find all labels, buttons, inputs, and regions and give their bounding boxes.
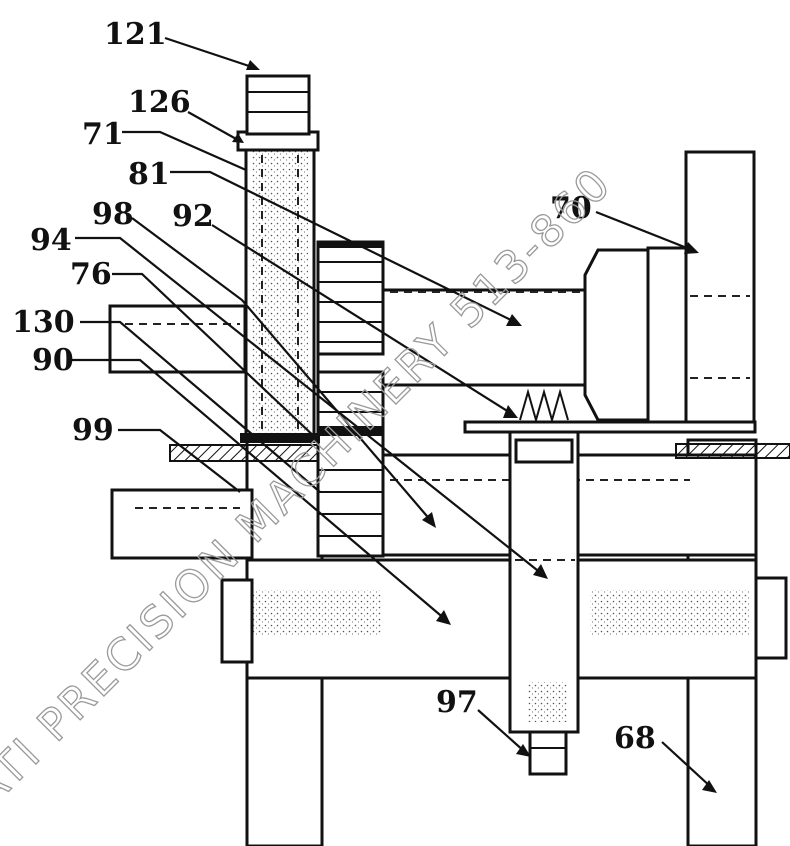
leader-92 xyxy=(211,224,513,415)
leader-68 xyxy=(661,741,713,789)
callout-98: 98 xyxy=(92,197,134,232)
main-bolt xyxy=(240,146,320,443)
leader-81 xyxy=(170,170,516,323)
callout-76: 76 xyxy=(70,257,112,292)
callout-90: 90 xyxy=(32,343,74,378)
tapered-hub xyxy=(583,246,688,426)
callout-68: 68 xyxy=(614,721,656,756)
leader-90 xyxy=(72,358,447,621)
lower-shaft xyxy=(110,488,254,560)
callout-81: 81 xyxy=(128,157,170,192)
hatched-plate-right xyxy=(675,443,790,459)
upper-gear xyxy=(316,240,385,356)
callout-94: 94 xyxy=(30,223,72,258)
leader-126 xyxy=(187,111,239,141)
leader-97 xyxy=(477,709,526,753)
leader-71 xyxy=(122,130,247,172)
callout-130: 130 xyxy=(12,305,75,340)
callout-97: 97 xyxy=(436,685,478,720)
right-tie-nut xyxy=(754,576,788,660)
upper-shaft xyxy=(108,304,247,374)
post-bottom-screw xyxy=(528,730,568,776)
callout-99: 99 xyxy=(72,413,114,448)
leader-121 xyxy=(164,36,256,70)
guide-plate xyxy=(463,420,757,434)
leader-lines xyxy=(72,36,717,793)
callout-126: 126 xyxy=(128,85,191,120)
spring xyxy=(519,388,569,424)
top-nut xyxy=(245,74,311,136)
callout-121: 121 xyxy=(104,17,167,52)
callout-labels: 121 126 71 81 98 92 94 76 130 90 99 70 9… xyxy=(12,17,656,756)
callout-92: 92 xyxy=(172,199,214,234)
left-tie-nut xyxy=(220,578,254,664)
leader-130 xyxy=(80,320,321,493)
leader-94 xyxy=(75,236,543,575)
leader-98 xyxy=(131,217,433,523)
leader-99 xyxy=(118,428,241,493)
leader-70 xyxy=(595,210,693,252)
right-upright xyxy=(684,150,756,429)
callout-71: 71 xyxy=(82,117,124,152)
center-post xyxy=(508,430,580,734)
callout-70: 70 xyxy=(550,191,592,226)
leader-76 xyxy=(112,272,319,441)
base-block xyxy=(245,558,758,680)
